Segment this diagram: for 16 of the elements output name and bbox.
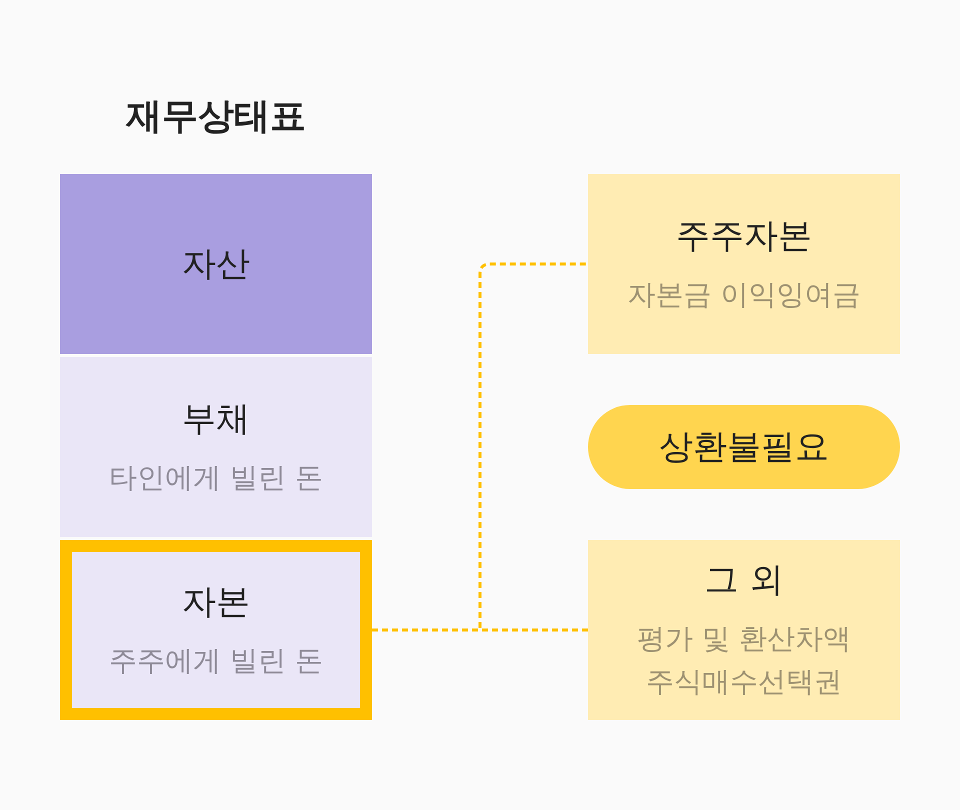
box-heading: 자본 [182, 580, 250, 624]
connector-line [372, 628, 588, 632]
box-heading: 그 외 [704, 559, 784, 602]
box-heading: 부채 [182, 398, 250, 440]
section-box [60, 174, 372, 354]
box-heading: 자산 [182, 243, 250, 286]
box-description: 자본금 이익잉여금 [628, 276, 860, 312]
box-description: 주주에게 빌린 돈 [109, 642, 323, 678]
section-box [60, 540, 372, 720]
tag-label: 상환불필요 [659, 426, 829, 469]
box-description: 평가 및 환산차액 주식매수선택권 [636, 621, 852, 700]
box-description: 타인에게 빌린 돈 [109, 460, 323, 496]
box-heading: 주주자본 [676, 214, 812, 258]
diagram-title: 재무상태표 [124, 95, 307, 139]
section-box [588, 174, 900, 354]
section-box [588, 540, 900, 720]
